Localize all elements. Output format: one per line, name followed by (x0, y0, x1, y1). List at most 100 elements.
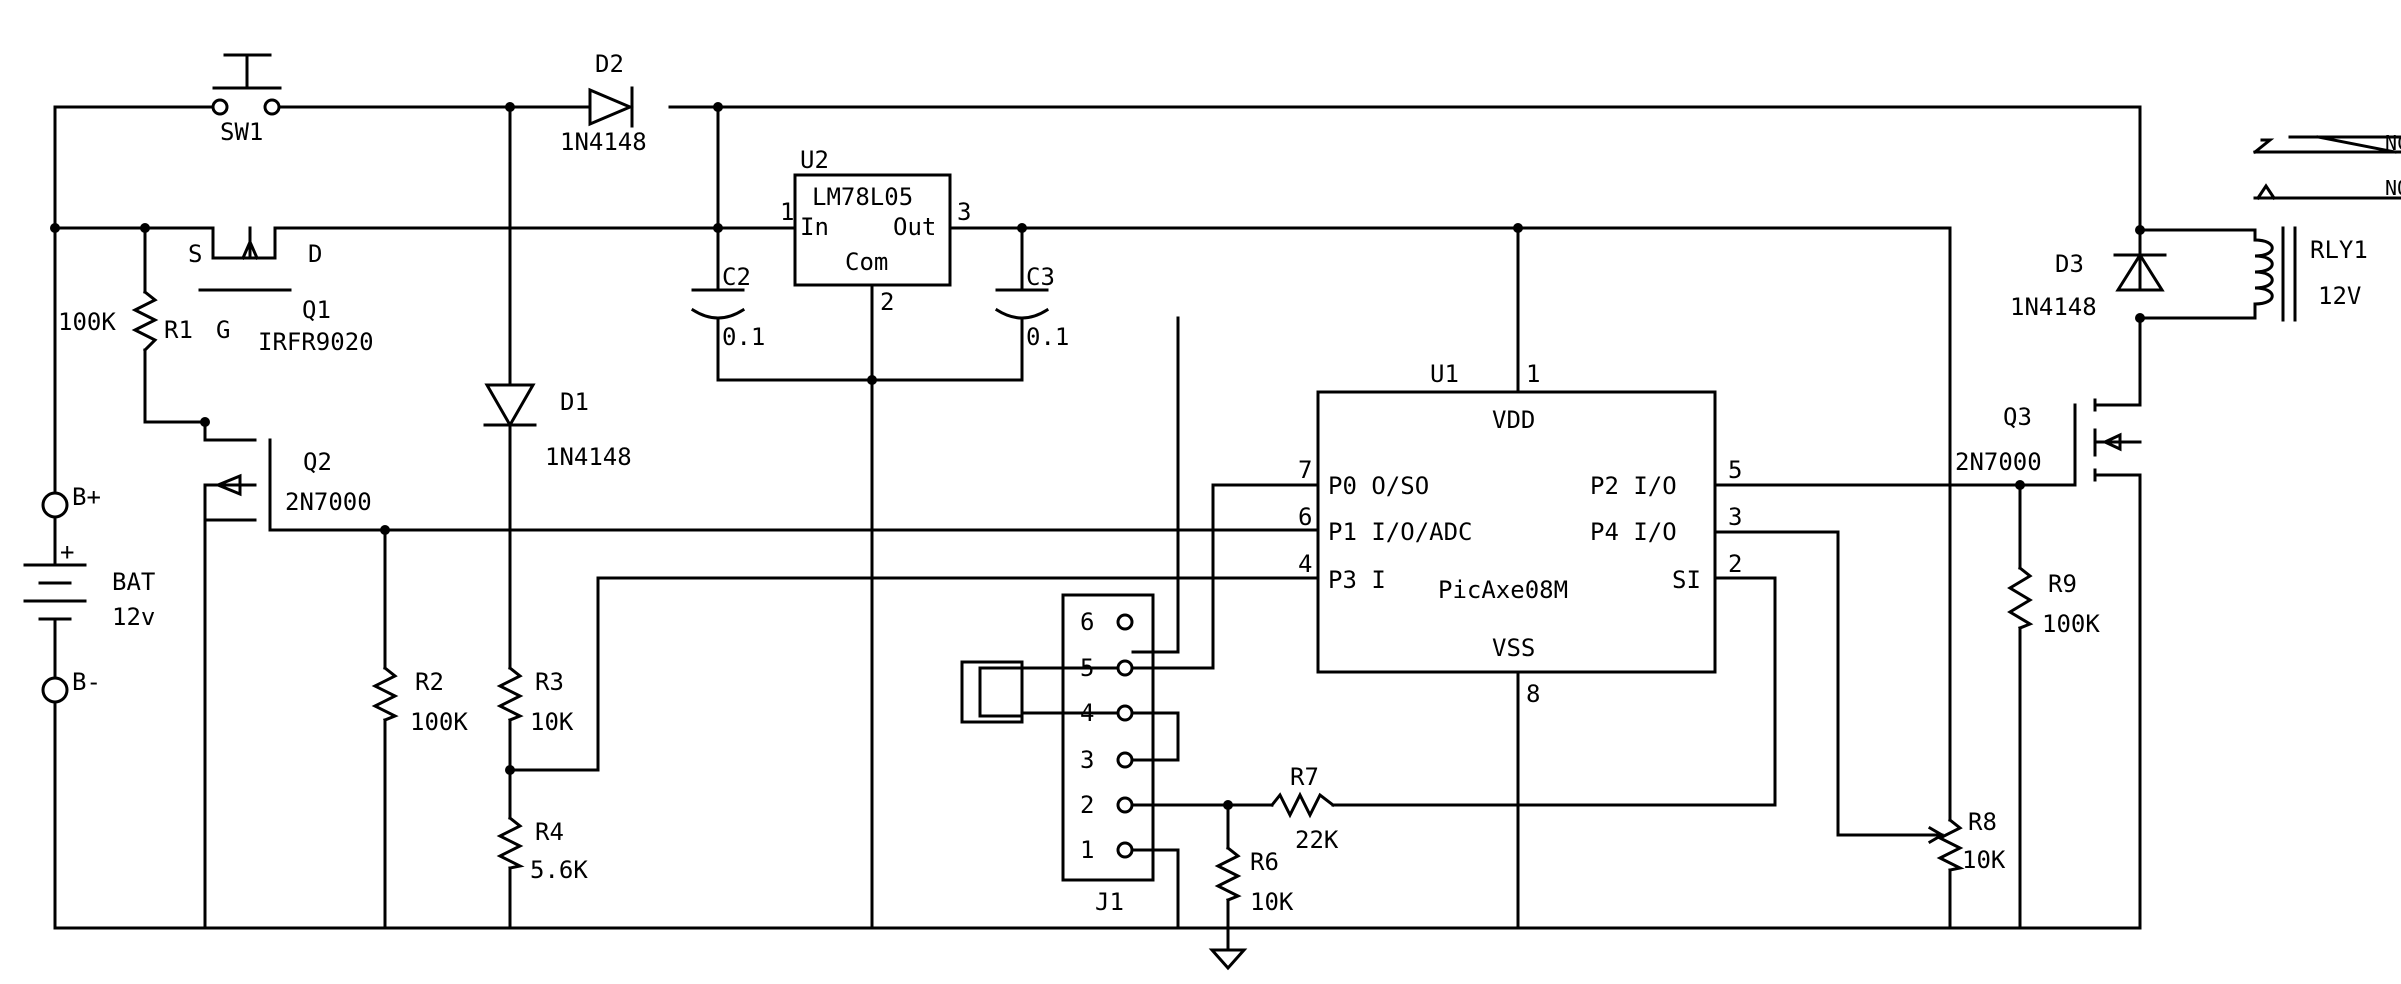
u2-pin-in: In (800, 213, 829, 241)
c3-ref: C3 (1026, 263, 1055, 291)
u1-pin3: 3 (1728, 503, 1742, 531)
u1-si: SI (1672, 566, 1701, 594)
u1-vdd: VDD (1492, 406, 1535, 434)
u1-p3: P3 I (1328, 566, 1386, 594)
bat-value: 12v (112, 603, 155, 631)
bat-plus: + (60, 538, 74, 566)
resistor-r6: R6 10K (1214, 845, 1294, 916)
r2-ref: R2 (415, 668, 444, 696)
r1-ref: R1 (164, 316, 193, 344)
u1-p2: P2 I/O (1590, 472, 1677, 500)
diode-d3: D3 1N4148 (2010, 250, 2167, 321)
q2-value: 2N7000 (285, 488, 372, 516)
u1-p0: P0 O/SO (1328, 472, 1429, 500)
u1-name: PicAxe08M (1438, 576, 1568, 604)
q1-pin-s: S (188, 240, 202, 268)
r3-value: 10K (530, 708, 574, 736)
switch-sw1: SW1 (211, 53, 282, 146)
capacitor-c2: C2 0.1 (690, 263, 765, 351)
j1-pin2: 2 (1080, 791, 1094, 819)
j1-ref: J1 (1095, 888, 1124, 916)
bat-bminus: B- (72, 668, 101, 696)
u2-pin-com: Com (845, 248, 888, 276)
r2-value: 100K (410, 708, 468, 736)
q1-value: IRFR9020 (258, 328, 374, 356)
rly1-value: 12V (2318, 282, 2361, 310)
u1-pin5: 5 (1728, 456, 1742, 484)
q1-pin-g: G (216, 316, 230, 344)
r1-value: 100K (58, 308, 116, 336)
u2-value: LM78L05 (812, 183, 913, 211)
d1-value: 1N4148 (545, 443, 632, 471)
r8-value: 10K (1962, 846, 2006, 874)
diode-d2: D2 1N4148 (560, 50, 647, 156)
r7-ref: R7 (1290, 763, 1319, 791)
r4-value: 5.6K (530, 856, 588, 884)
u1-pin6: 6 (1298, 503, 1312, 531)
r9-value: 100K (2042, 610, 2100, 638)
u1-pin8: 8 (1526, 680, 1540, 708)
u2-pin-out: Out (893, 213, 936, 241)
q3-value: 2N7000 (1955, 448, 2042, 476)
r6-value: 10K (1250, 888, 1294, 916)
j1-pin1: 1 (1080, 836, 1094, 864)
u1-vss: VSS (1492, 634, 1535, 662)
resistor-r1: 100K R1 (58, 289, 193, 353)
diode-d1: D1 1N4148 (483, 383, 632, 471)
d2-value: 1N4148 (560, 128, 647, 156)
connector-j1: 6 5 4 3 2 1 J1 (960, 593, 1155, 916)
rly1-ref: RLY1 (2310, 236, 2368, 264)
r9-ref: R9 (2048, 570, 2077, 598)
rly1-no: NO (2385, 176, 2401, 200)
microcontroller-u1: U1 1 VDD VSS 8 PicAxe08M 7 6 4 5 3 2 P0 … (1298, 360, 1742, 708)
r7-value: 22K (1295, 826, 1339, 854)
j1-pin6: 6 (1080, 608, 1094, 636)
resistor-r3: R3 10K (496, 665, 574, 736)
u2-pin1: 1 (780, 198, 794, 226)
u1-pin4: 4 (1298, 550, 1312, 578)
wires (53, 105, 2257, 971)
rly1-nc: NC (2385, 131, 2401, 155)
capacitor-c3: C3 0.1 (994, 263, 1069, 351)
u1-ref: U1 (1430, 360, 1459, 388)
u1-pin7: 7 (1298, 456, 1312, 484)
regulator-u2: U2 LM78L05 In Out Com 1 2 3 (780, 146, 971, 316)
u2-ref: U2 (800, 146, 829, 174)
u1-pin1: 1 (1526, 360, 1540, 388)
u1-p1: P1 I/O/ADC (1328, 518, 1473, 546)
resistor-r9: R9 100K (2007, 565, 2100, 638)
j1-pin3: 3 (1080, 746, 1094, 774)
potentiometer-r8: R8 10K (1920, 808, 2006, 874)
bat-ref: BAT (112, 568, 155, 596)
mosfet-q3: Q3 2N7000 (1955, 398, 2142, 487)
d3-ref: D3 (2055, 250, 2084, 278)
mosfet-q2: Q2 2N7000 (203, 438, 372, 522)
q3-ref: Q3 (2003, 403, 2032, 431)
resistor-r7: R7 22K (1269, 763, 1339, 854)
c2-value: 0.1 (722, 323, 765, 351)
d2-ref: D2 (595, 50, 624, 78)
r6-ref: R6 (1250, 848, 1279, 876)
mosfet-q1: S D G Q1 IRFR9020 (188, 226, 374, 356)
d3-value: 1N4148 (2010, 293, 2097, 321)
battery-bat: B+ B- + BAT 12v (23, 483, 155, 704)
q1-ref: Q1 (302, 296, 331, 324)
bat-bplus: B+ (72, 483, 101, 511)
r3-ref: R3 (535, 668, 564, 696)
r4-ref: R4 (535, 818, 564, 846)
c2-ref: C2 (722, 263, 751, 291)
u2-pin3: 3 (957, 198, 971, 226)
u2-pin2: 2 (880, 288, 894, 316)
r8-ref: R8 (1968, 808, 1997, 836)
junctions (50, 102, 2145, 810)
q2-ref: Q2 (303, 448, 332, 476)
resistor-r2: R2 100K (371, 665, 468, 736)
d1-ref: D1 (560, 388, 589, 416)
c3-value: 0.1 (1026, 323, 1069, 351)
q1-pin-d: D (308, 240, 322, 268)
resistor-r4: R4 5.6K (496, 815, 588, 884)
u1-p4: P4 I/O (1590, 518, 1677, 546)
sw1-ref: SW1 (220, 118, 263, 146)
relay-rly1: RLY1 12V NC NO (2252, 131, 2401, 322)
u1-pin2: 2 (1728, 550, 1742, 578)
